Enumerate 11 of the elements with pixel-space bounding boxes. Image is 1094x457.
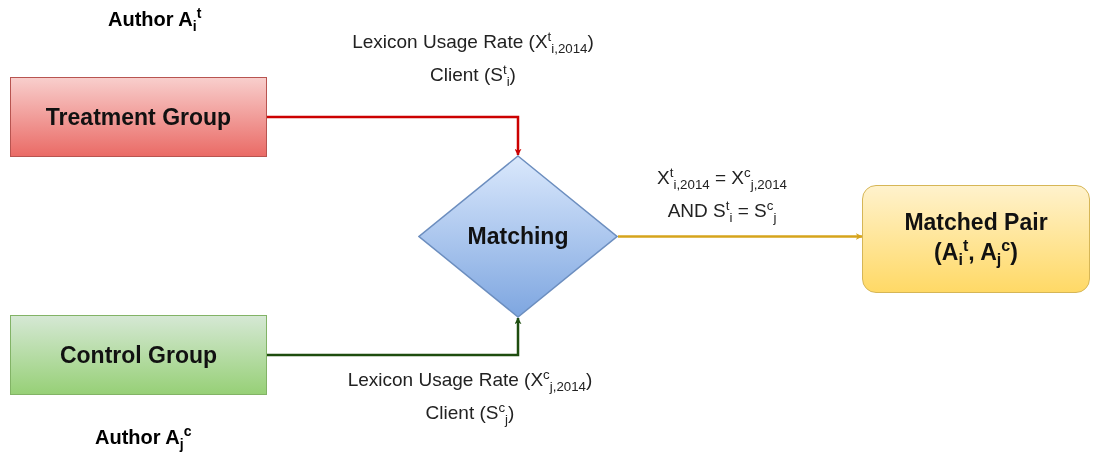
arrow xyxy=(267,317,522,357)
process-box xyxy=(10,77,267,157)
arrow xyxy=(267,115,522,156)
node-label: Matching xyxy=(467,223,569,250)
decision-diamond xyxy=(418,155,618,318)
node-label: Treatment Group xyxy=(45,103,232,131)
terminal-box xyxy=(862,185,1090,293)
node-label: Control Group xyxy=(59,341,218,369)
process-box xyxy=(10,315,267,395)
arrow xyxy=(618,233,863,240)
node-label: Matched Pair (A$_{i}$$^{t}$, A$_{j}$$^{c}$) xyxy=(903,208,1049,270)
